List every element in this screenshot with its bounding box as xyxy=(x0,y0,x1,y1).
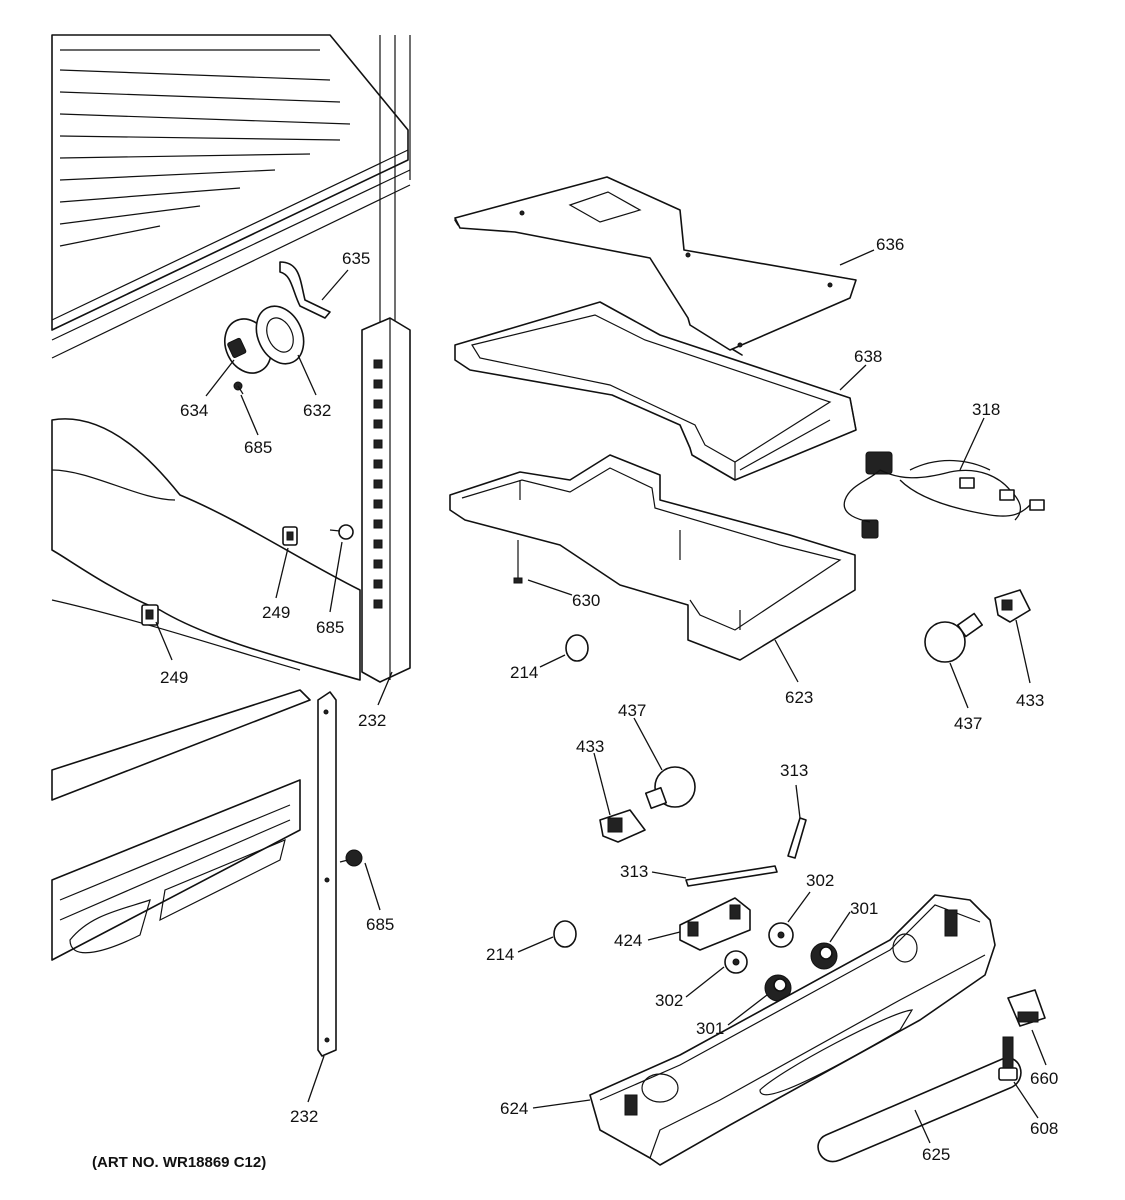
callout-301-a: 301 xyxy=(850,899,878,918)
leader-lines xyxy=(155,249,1047,1144)
callout-634: 634 xyxy=(180,401,208,420)
callout-636: 636 xyxy=(876,235,904,254)
cabinet-interior xyxy=(51,34,411,961)
part-685-screw-c[interactable] xyxy=(339,849,363,867)
callout-685-c: 685 xyxy=(366,915,394,934)
callout-660: 660 xyxy=(1030,1069,1058,1088)
part-685-screw-a[interactable] xyxy=(233,381,244,395)
part-624-control-housing[interactable] xyxy=(589,894,996,1166)
callout-433-b: 433 xyxy=(1016,691,1044,710)
callout-625: 625 xyxy=(922,1145,950,1164)
callout-249-a: 249 xyxy=(262,603,290,622)
callout-424: 424 xyxy=(614,931,642,950)
part-625-light-shield[interactable] xyxy=(817,1057,1022,1163)
callout-638: 638 xyxy=(854,347,882,366)
part-302-washer-a[interactable] xyxy=(768,922,794,948)
callout-635: 635 xyxy=(342,249,370,268)
part-301-knob-a[interactable] xyxy=(810,942,838,970)
art-number: (ART NO. WR18869 C12) xyxy=(92,1154,267,1171)
part-249-clip-b[interactable] xyxy=(141,604,159,626)
part-302-washer-b[interactable] xyxy=(724,950,748,974)
callout-313-a: 313 xyxy=(780,761,808,780)
callout-313-b: 313 xyxy=(620,862,648,881)
callout-437-a: 437 xyxy=(618,701,646,720)
part-232-lower-shelf-rail[interactable] xyxy=(317,691,337,1057)
part-214-plug-a[interactable] xyxy=(565,634,589,662)
callout-318: 318 xyxy=(972,400,1000,419)
callout-632: 632 xyxy=(303,401,331,420)
part-623-evaporator-tray[interactable] xyxy=(449,454,856,661)
part-424-switch[interactable] xyxy=(679,897,751,951)
part-660-connector[interactable] xyxy=(1007,989,1046,1027)
part-608-bolt[interactable] xyxy=(998,1036,1018,1081)
part-433-lamp-socket-a[interactable] xyxy=(599,809,646,843)
part-249-clip-a[interactable] xyxy=(282,526,298,546)
callout-437-b: 437 xyxy=(954,714,982,733)
callout-624: 624 xyxy=(500,1099,528,1118)
part-313-tube-a[interactable] xyxy=(787,817,807,859)
part-685-screw-b[interactable] xyxy=(329,524,354,540)
callout-labels: 635 636 638 634 632 685 318 249 685 630 … xyxy=(160,235,1058,1164)
callout-249-b: 249 xyxy=(160,668,188,687)
part-433-lamp-socket-b[interactable] xyxy=(994,589,1031,623)
part-638-insulation-frame[interactable] xyxy=(454,301,857,481)
callout-608: 608 xyxy=(1030,1119,1058,1138)
callout-214-b: 214 xyxy=(486,945,514,964)
callout-630: 630 xyxy=(572,591,600,610)
callout-214-a: 214 xyxy=(510,663,538,682)
part-437-light-bulb-b[interactable] xyxy=(924,612,984,663)
part-632-light-housing[interactable] xyxy=(247,299,312,372)
callout-232-a: 232 xyxy=(358,711,386,730)
part-313-tube-b[interactable] xyxy=(685,865,778,887)
part-301-knob-b[interactable] xyxy=(764,974,792,1002)
callout-232-b: 232 xyxy=(290,1107,318,1126)
callout-433-a: 433 xyxy=(576,737,604,756)
callout-685-a: 685 xyxy=(244,438,272,457)
part-318-wire-harness[interactable] xyxy=(843,451,1045,539)
part-437-light-bulb-a[interactable] xyxy=(644,766,696,810)
part-630-screw[interactable] xyxy=(513,540,523,584)
callout-302-a: 302 xyxy=(806,871,834,890)
part-232-upper-shelf-rail[interactable] xyxy=(361,317,411,683)
part-635-drain-tube[interactable] xyxy=(279,261,331,319)
callout-685-b: 685 xyxy=(316,618,344,637)
part-214-plug-b[interactable] xyxy=(553,920,577,948)
callout-302-b: 302 xyxy=(655,991,683,1010)
callout-301-b: 301 xyxy=(696,1019,724,1038)
callout-623: 623 xyxy=(785,688,813,707)
